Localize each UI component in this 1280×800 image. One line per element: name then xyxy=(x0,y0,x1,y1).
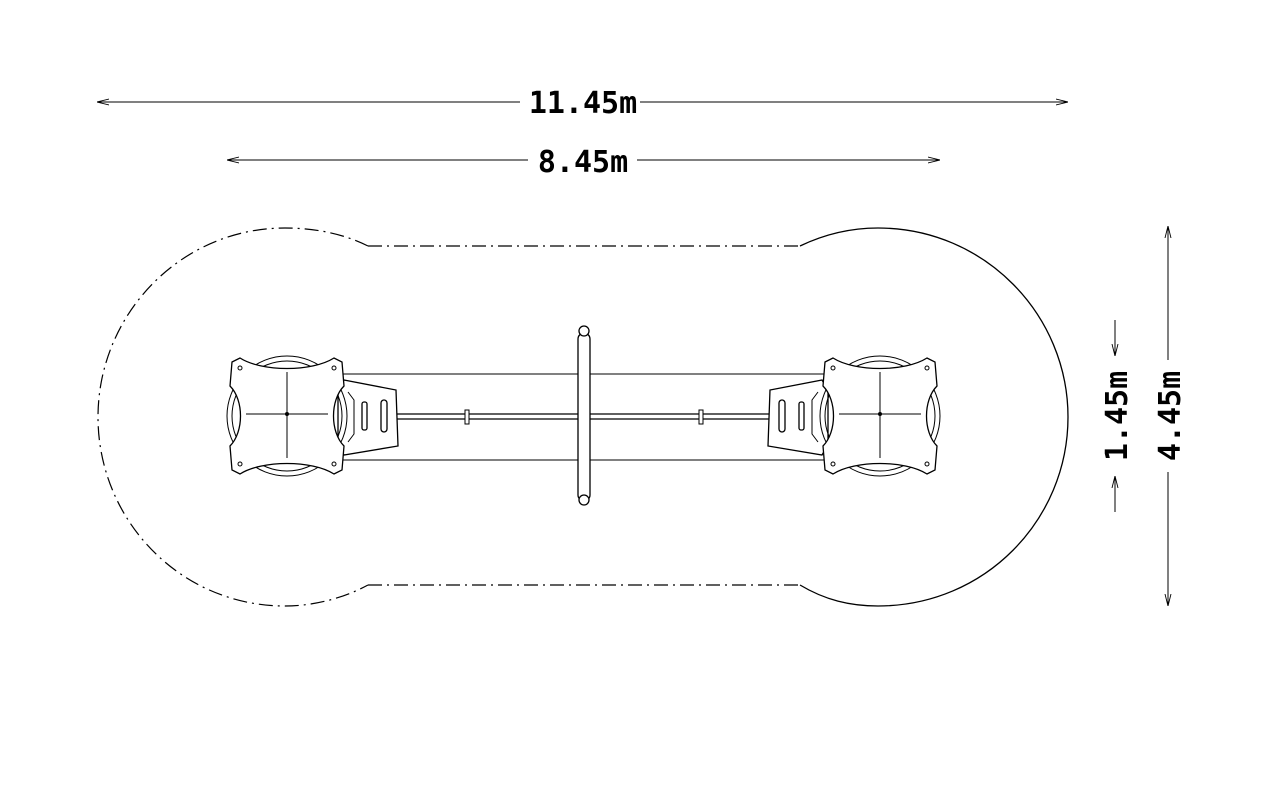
safety-zone xyxy=(97,227,1069,607)
seat-left-slot xyxy=(380,399,388,433)
seat-right-slot xyxy=(798,401,805,431)
end-module-left-ring-inner xyxy=(231,360,343,472)
safety-zone-right-arc xyxy=(799,227,1069,607)
seat-right-body xyxy=(767,379,829,456)
dimension-equipment-length: 8.45m xyxy=(227,145,940,180)
bolt-icon xyxy=(830,365,836,371)
dimension-total-length: 11.45m xyxy=(97,86,1068,121)
end-module-right xyxy=(819,355,941,477)
dimension-equipment-width: 1.45m xyxy=(1100,320,1135,512)
end-module-left-center-bolt xyxy=(285,412,289,416)
end-module-left xyxy=(226,355,348,477)
seesaw-equipment xyxy=(226,325,941,506)
total-length-label: 11.45m xyxy=(529,86,637,121)
pivot-cap-bottom xyxy=(578,494,590,506)
bolt-icon xyxy=(924,365,930,371)
seat-right-bevel xyxy=(811,391,819,443)
bolt-icon xyxy=(237,365,243,371)
pivot-cap-top xyxy=(578,325,590,337)
seat-right-slot xyxy=(778,399,786,433)
pivot-bar xyxy=(577,332,591,502)
end-module-right-ring xyxy=(819,355,941,477)
equipment-width-label: 1.45m xyxy=(1100,371,1135,461)
equipment-length-label: 8.45m xyxy=(538,145,628,180)
seat-left-bevel xyxy=(347,391,355,443)
dimension-total-width: 4.45m xyxy=(1153,226,1188,606)
seat-left-slot xyxy=(361,401,368,431)
bolt-icon xyxy=(331,365,337,371)
bolt-icon xyxy=(830,461,836,467)
end-module-right-center-bolt xyxy=(878,412,882,416)
end-module-left-ring xyxy=(226,355,348,477)
bolt-icon xyxy=(237,461,243,467)
safety-zone-left-arc xyxy=(97,227,369,607)
end-module-right-ring-inner xyxy=(824,360,936,472)
beam-clamp xyxy=(698,409,704,425)
bolt-icon xyxy=(331,461,337,467)
beam-clamp xyxy=(464,409,470,425)
seat-right xyxy=(767,379,829,456)
bolt-icon xyxy=(924,461,930,467)
total-width-label: 4.45m xyxy=(1153,371,1188,461)
